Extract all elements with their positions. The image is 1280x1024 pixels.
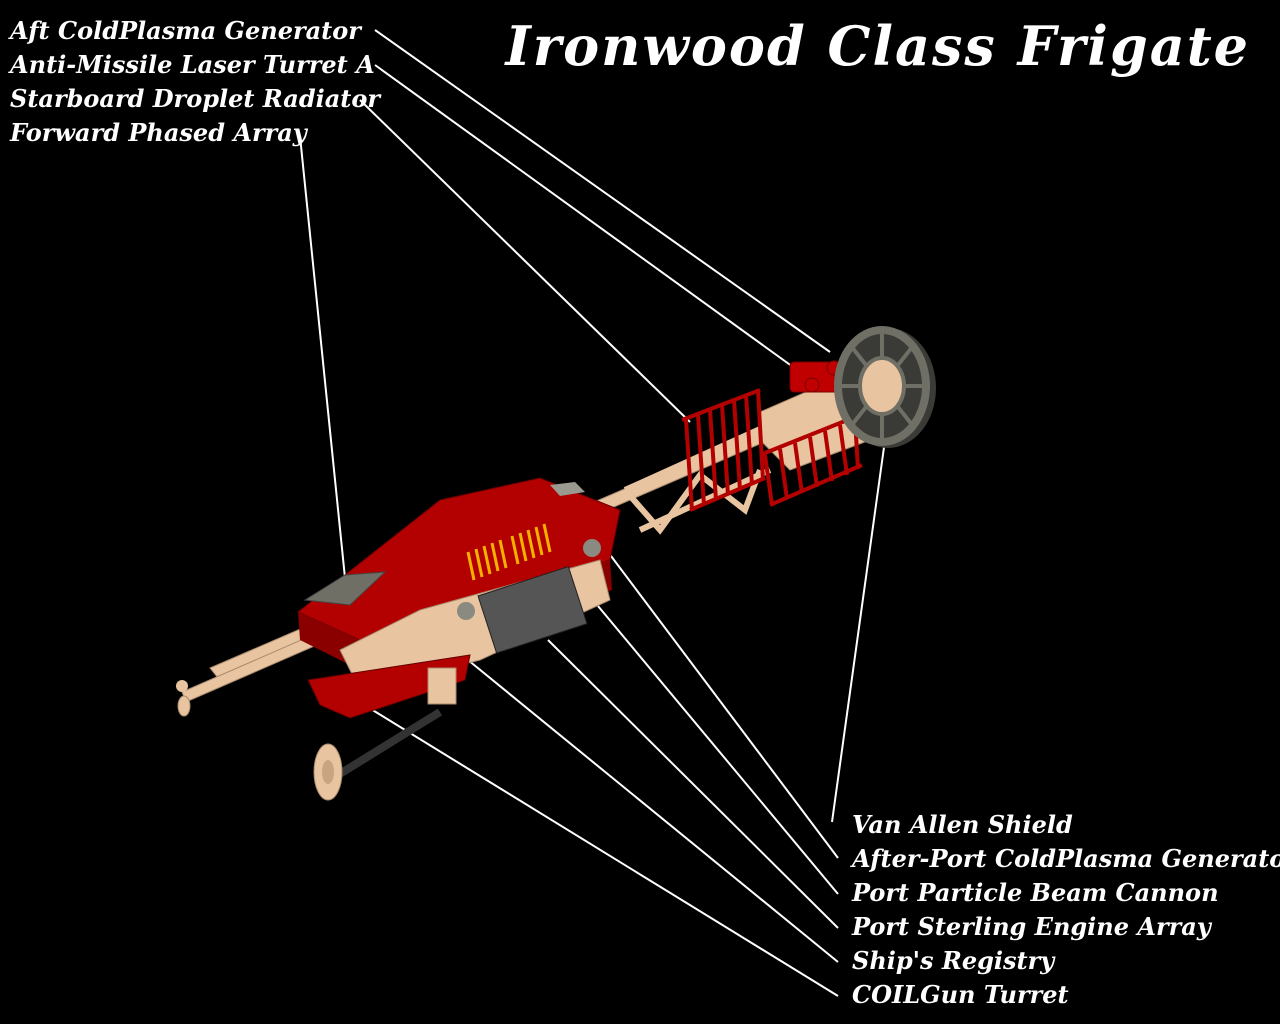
leader-line-aft-coldplasma <box>374 29 831 353</box>
label-coilgun-turret: COILGun Turret <box>852 980 1069 1009</box>
label-after-port-coldplasma-generator: After-Port ColdPlasma Generator <box>852 844 1280 873</box>
label-starboard-droplet-radiator: Starboard Droplet Radiator <box>10 84 381 113</box>
sphere-2 <box>457 602 475 620</box>
leader-line-registry <box>467 659 839 963</box>
label-port-particle-beam-cannon: Port Particle Beam Cannon <box>852 878 1219 907</box>
leader-line-after-port-generator <box>604 547 839 859</box>
leader-line-sterling-engine <box>547 639 839 929</box>
starboard-droplet-radiator <box>681 388 766 512</box>
cockpit-window <box>303 571 387 606</box>
leader-line-van-allen <box>831 439 886 823</box>
frigate-illustration <box>176 326 936 801</box>
leader-line-droplet-radiator <box>359 99 691 423</box>
coldplasma-generator-sphere <box>583 539 601 557</box>
label-ships-registry: Ship's Registry <box>852 946 1055 975</box>
label-anti-missile-laser-turret: Anti-Missile Laser Turret A <box>10 50 375 79</box>
coilgun-turret <box>313 667 457 801</box>
sterling-engine-grille <box>477 566 588 654</box>
label-forward-phased-array: Forward Phased Array <box>10 118 307 147</box>
particle-cannon-tip <box>176 680 188 692</box>
leader-line-phased-array <box>299 135 346 579</box>
diagram-title: Ironwood Class Frigate <box>505 14 1250 78</box>
van-allen-shield <box>834 326 936 448</box>
leader-line-laser-turret <box>374 64 801 373</box>
leader-lines <box>299 29 886 997</box>
label-aft-coldplasma-generator: Aft ColdPlasma Generator <box>10 16 361 45</box>
engine-vents <box>466 523 552 581</box>
right-label-group: Van Allen Shield After-Port ColdPlasma G… <box>852 808 1280 1012</box>
hull-window-2 <box>550 482 585 496</box>
label-van-allen-shield: Van Allen Shield <box>852 810 1073 839</box>
boom-tip <box>177 695 191 717</box>
label-port-sterling-engine-array: Port Sterling Engine Array <box>852 912 1211 941</box>
leader-line-coilgun <box>339 689 839 997</box>
left-label-group: Aft ColdPlasma Generator Anti-Missile La… <box>10 14 380 150</box>
leader-line-particle-cannon <box>597 605 839 895</box>
